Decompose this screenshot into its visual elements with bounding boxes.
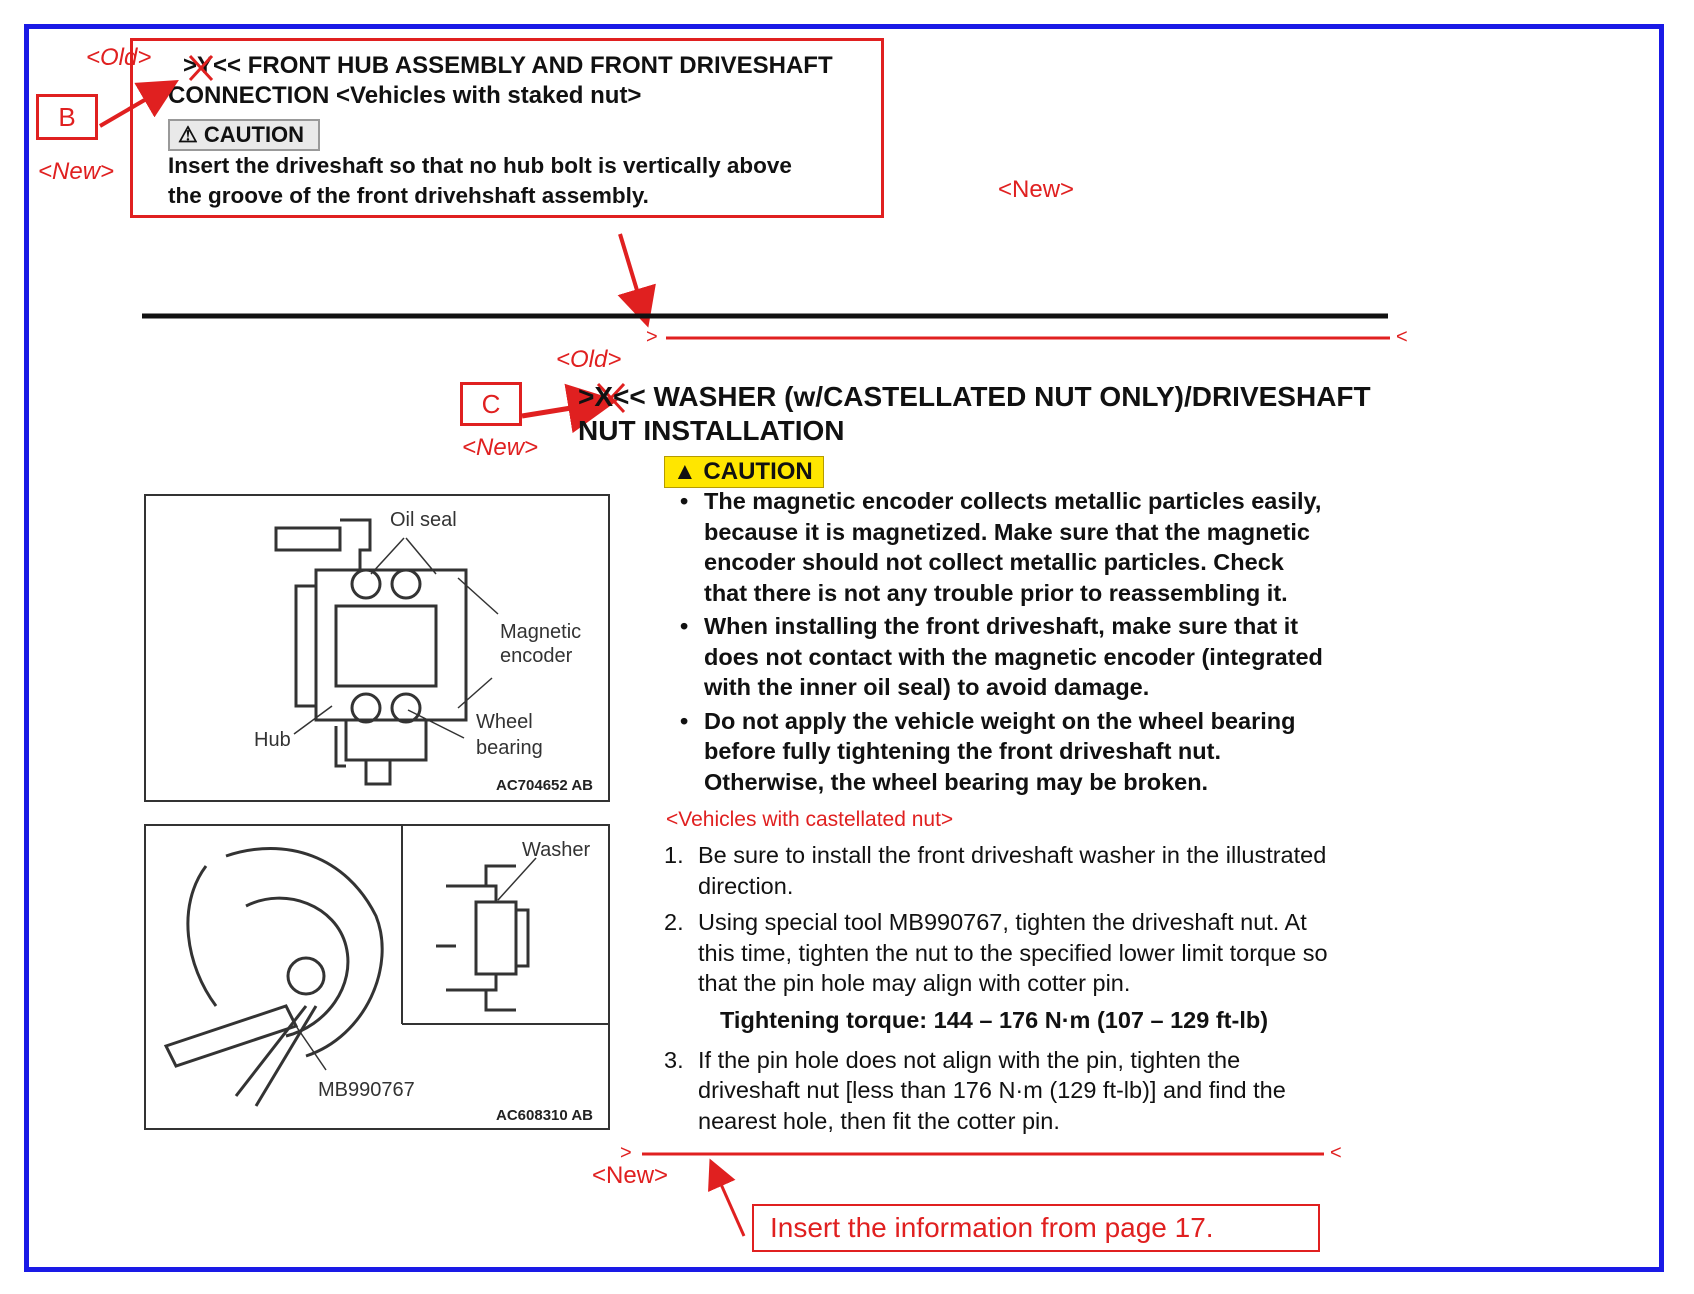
warning-triangle-icon: ▲ (673, 458, 704, 485)
line-open-bottom: > (620, 1142, 632, 1164)
figure2-code: AC608310 AB (496, 1107, 593, 1124)
label-special-tool: MB990767 (318, 1079, 415, 1101)
hub-bearing-illustration: Oil seal Magnetic encoder Hub Wheel bear… (254, 509, 593, 794)
bullet-line: does not contact with the magnetic encod… (704, 643, 1323, 670)
step-item: 2. Using special tool MB990767, tighten … (664, 907, 1424, 999)
step-number: 3. (664, 1046, 684, 1073)
section-b-caution-badge: ⚠ CAUTION (168, 119, 321, 151)
install-steps: 1. Be sure to install the front drivesha… (664, 840, 1424, 1142)
section-b-caution-text: Insert the driveshaft so that no hub bol… (168, 151, 792, 211)
step-line: Be sure to install the front driveshaft … (698, 842, 1327, 868)
castellated-subheading: <Vehicles with castellated nut> (666, 808, 954, 831)
step-line: this time, tighten the nut to the specif… (698, 939, 1328, 966)
new-label-c: <New> (462, 434, 539, 461)
step-line: If the pin hole does not align with the … (698, 1046, 1241, 1073)
caution-label-c: CAUTION (703, 458, 813, 485)
label-hub: Hub (254, 729, 291, 751)
caution-label-b: CAUTION (203, 122, 305, 147)
tightening-torque: Tightening torque: 144 – 176 N·m (107 – … (720, 1006, 1269, 1033)
section-c-heading-1: >X<< WASHER (w/CASTELLATED NUT ONLY)/DRI… (578, 381, 1371, 412)
section-c-caution-badge: ▲ CAUTION (664, 456, 824, 488)
marker-c-box: C (460, 382, 522, 426)
label-bearing: bearing (476, 737, 543, 759)
old-label-b: <Old> (86, 44, 152, 71)
bullet-line: because it is magnetized. Make sure that… (704, 518, 1310, 545)
step-item: 1. Be sure to install the front drivesha… (664, 840, 1424, 901)
label-encoder: encoder (500, 645, 573, 667)
label-oil-seal: Oil seal (390, 509, 457, 531)
caution-text-line: the groove of the front drivehshaft asse… (168, 183, 649, 208)
warning-triangle-icon: ⚠ (178, 122, 204, 147)
bullet-line: that there is not any trouble prior to r… (704, 579, 1288, 606)
section-b-heading-2: CONNECTION <Vehicles with staked nut> (168, 82, 642, 109)
insert-note-box: Insert the information from page 17. (752, 1204, 1320, 1252)
label-wheel: Wheel (476, 711, 533, 733)
line-close-top: < (1396, 326, 1408, 348)
caution-bullet: The magnetic encoder collects metallic p… (668, 486, 1408, 608)
step-item: 3. If the pin hole does not align with t… (664, 1045, 1424, 1137)
section-c-heading: >X<< WASHER (w/CASTELLATED NUT ONLY)/DRI… (578, 380, 1371, 448)
bullet-line: Otherwise, the wheel bearing may be brok… (704, 768, 1209, 795)
insert-note-text: Insert the information from page 17. (770, 1212, 1214, 1243)
bullet-line: before fully tightening the front drives… (704, 738, 1221, 764)
caution-bullet: When installing the front driveshaft, ma… (668, 611, 1408, 703)
step-number: 2. (664, 909, 684, 935)
caution-bullet: Do not apply the vehicle weight on the w… (668, 706, 1408, 798)
bullet-line: encoder should not collect metallic part… (704, 549, 1284, 575)
figure1-code: AC704652 AB (496, 777, 593, 794)
arrow-to-line (617, 233, 656, 328)
bullet-line: The magnetic encoder collects metallic p… (704, 488, 1322, 514)
new-label-top-right: <New> (998, 176, 1075, 203)
step-line: direction. (698, 872, 794, 899)
marker-c-label: C (481, 389, 501, 419)
step-line: Using special tool MB990767, tighten the… (698, 909, 1307, 935)
step-line: that the pin hole may align with cotter … (698, 970, 1131, 996)
figure-washer-tool: Washer MB990767 AC608310 AB (144, 824, 610, 1130)
label-washer: Washer (522, 839, 591, 861)
line-open-top: > (646, 326, 658, 348)
marker-b-box: B (36, 94, 98, 140)
label-magnetic: Magnetic (500, 621, 581, 643)
washer-tool-illustration: Washer MB990767 AC608310 AB (163, 826, 608, 1124)
bullet-line: Do not apply the vehicle weight on the w… (704, 707, 1296, 734)
arrow-c (521, 383, 618, 434)
step-line: driveshaft nut [less than 176 N·m (129 f… (698, 1077, 1286, 1103)
step-number: 1. (664, 842, 684, 868)
bullet-line: When installing the front driveshaft, ma… (704, 613, 1299, 639)
caution-text-line: Insert the driveshaft so that no hub bol… (168, 153, 792, 178)
old-label-c: <Old> (556, 346, 622, 373)
arrow-note (708, 1158, 746, 1237)
arrow-b (98, 79, 179, 128)
section-b-heading-1: >Y<< FRONT HUB ASSEMBLY AND FRONT DRIVES… (183, 52, 833, 79)
line-close-bottom: < (1330, 1142, 1342, 1164)
step-line: nearest hole, then fit the cotter pin. (698, 1107, 1060, 1134)
section-b-box: >Y<< FRONT HUB ASSEMBLY AND FRONT DRIVES… (130, 38, 884, 218)
section-c-heading-2: NUT INSTALLATION (578, 415, 845, 446)
new-label-bottom: <New> (592, 1162, 669, 1189)
caution-bullets: The magnetic encoder collects metallic p… (668, 486, 1408, 800)
bullet-line: with the inner oil seal) to avoid damage… (704, 674, 1150, 700)
page-frame (24, 24, 1664, 1272)
marker-b-label: B (58, 102, 76, 132)
strike-x-b (188, 54, 214, 82)
new-label-b: <New> (38, 158, 115, 185)
figure-hub-bearing: Oil seal Magnetic encoder Hub Wheel bear… (144, 494, 610, 802)
